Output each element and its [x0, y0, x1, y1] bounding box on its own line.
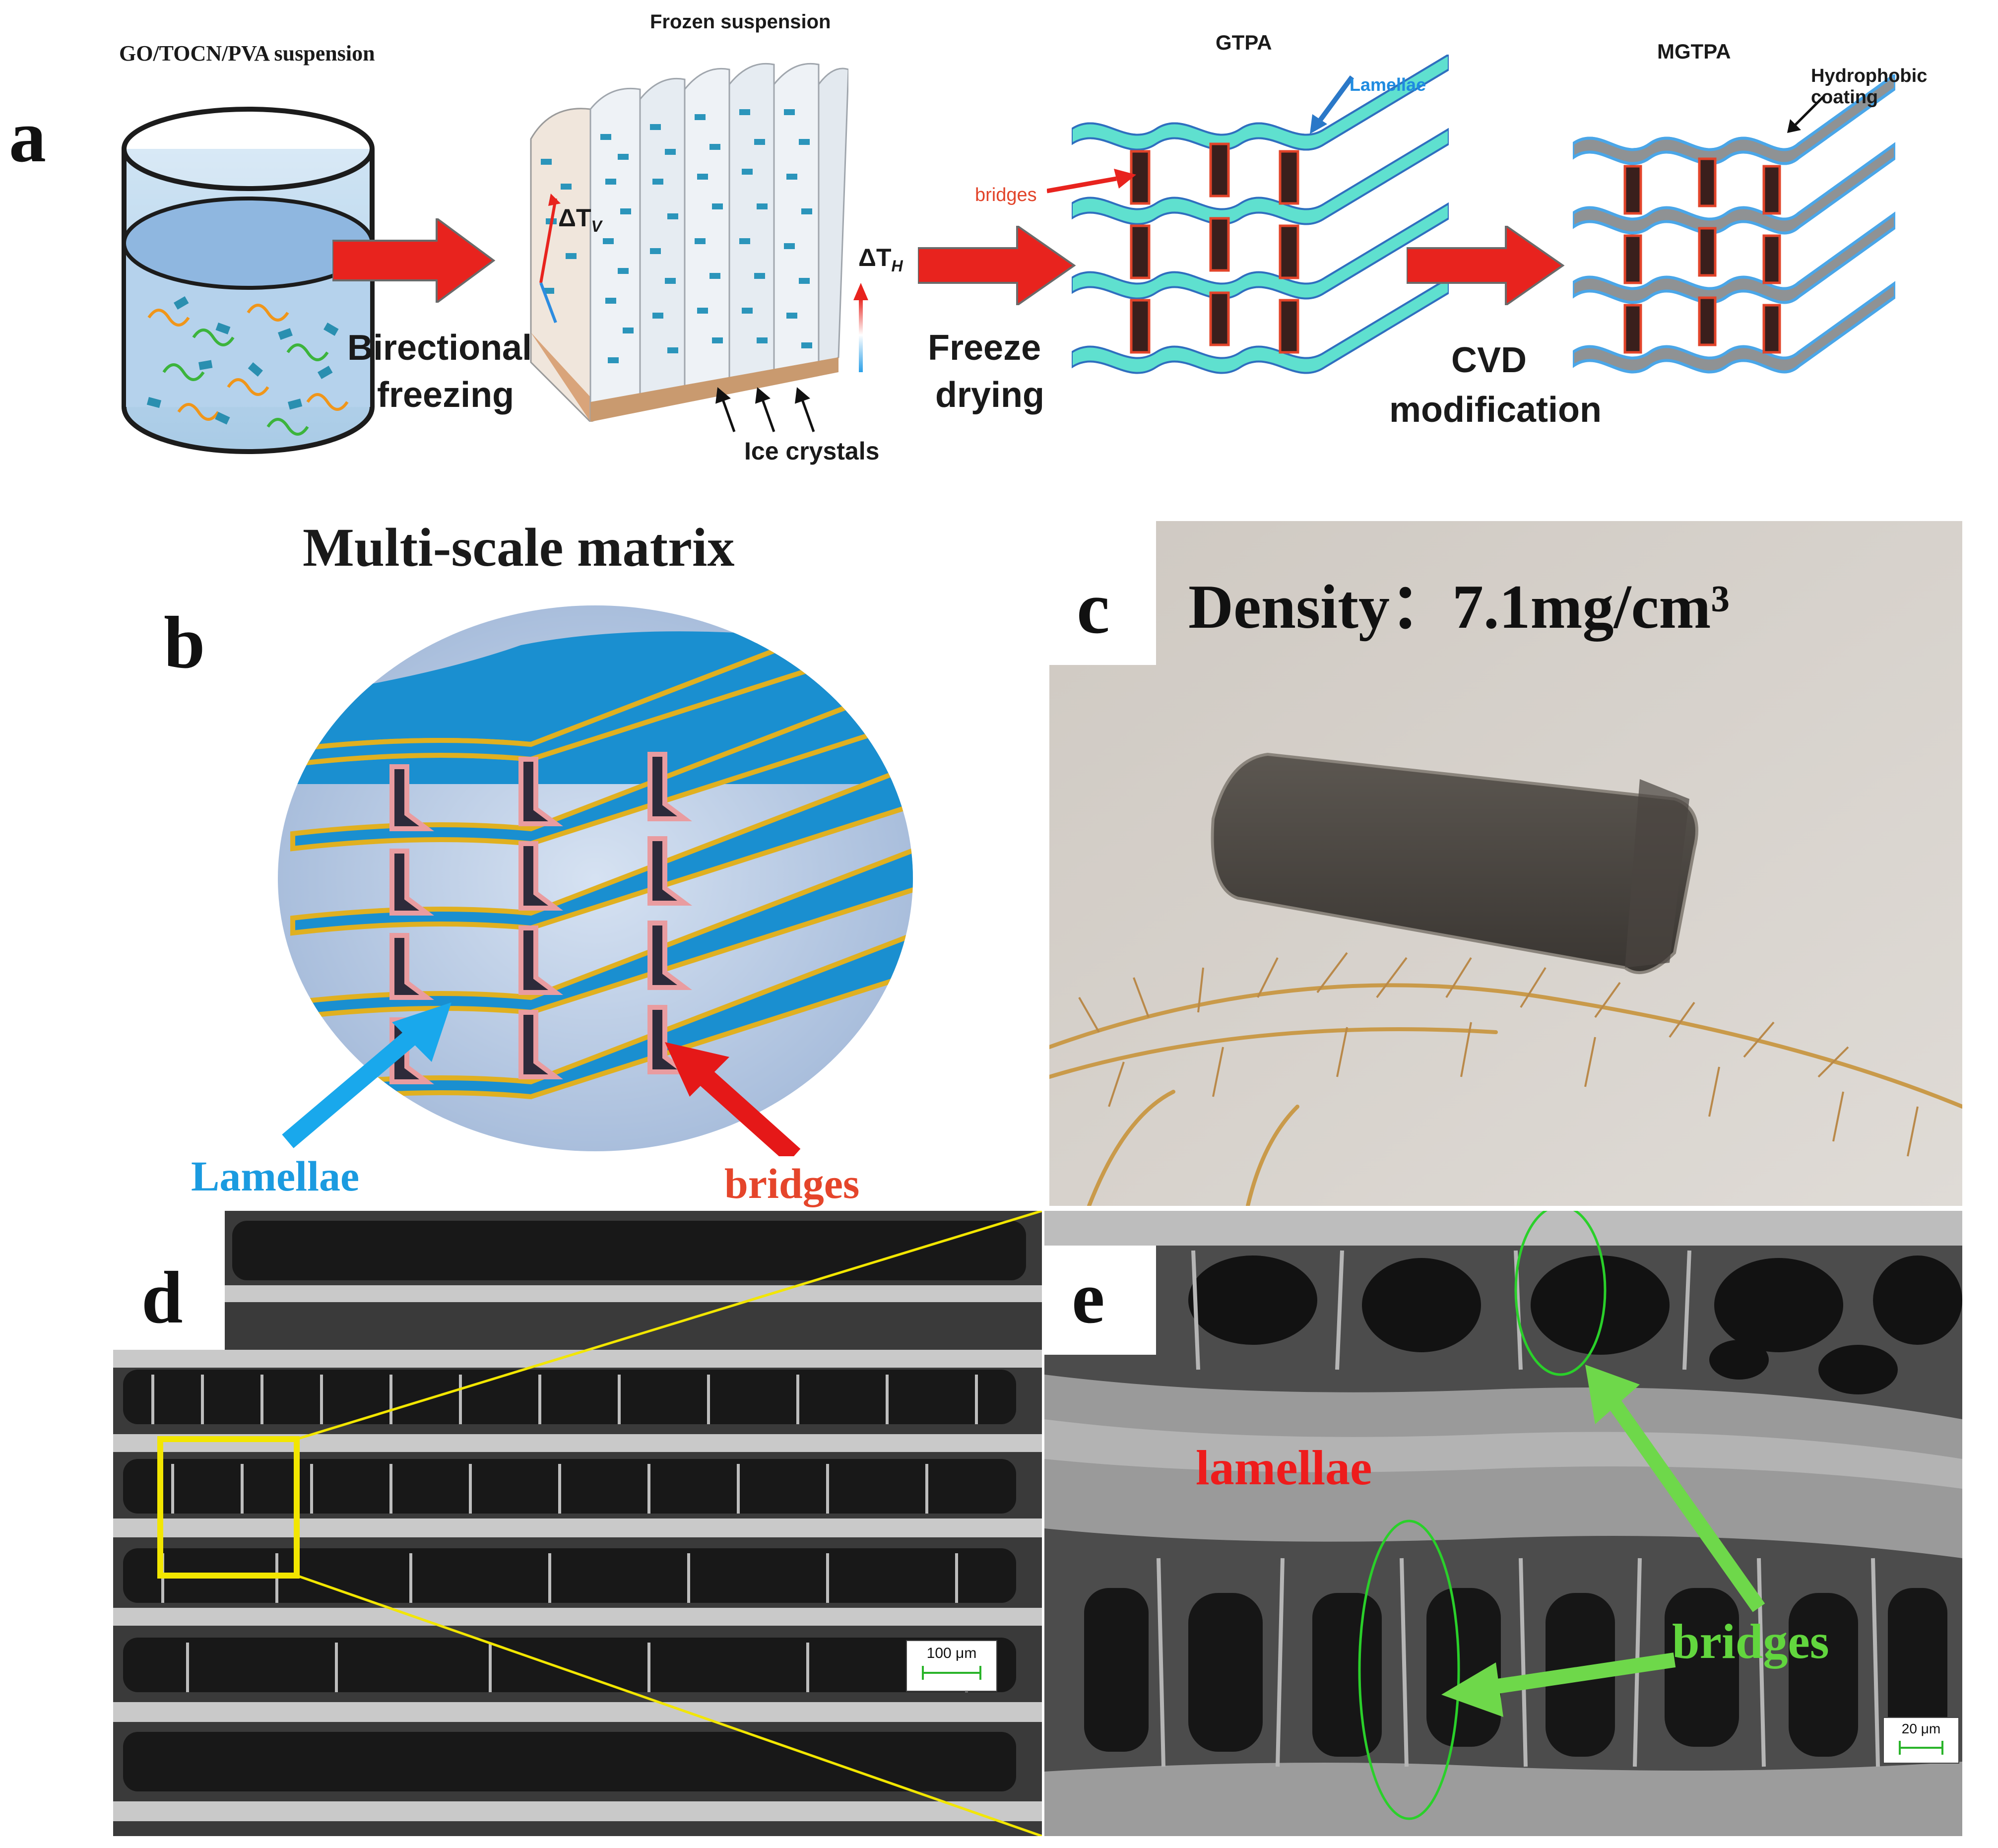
process-arrow-2	[918, 226, 1077, 305]
mgtpa-title: MGTPA	[1657, 40, 1731, 63]
density-label: Density：7.1mg/cm³	[1188, 573, 1730, 642]
panel-b-title: Multi-scale matrix	[303, 517, 735, 578]
step-freezing-line1: Birectional	[347, 328, 532, 368]
ice-crystals-label: Ice crystals	[744, 437, 880, 465]
step-cvd-line2: modification	[1389, 390, 1602, 430]
gtpa-structure	[1072, 55, 1449, 412]
step-freezing-line2: freezing	[377, 375, 515, 415]
panel-e-scale-text: 20 μm	[1901, 1721, 1941, 1736]
gtpa-title: GTPA	[1216, 31, 1272, 54]
hydrophobic-pointer	[1786, 94, 1826, 134]
ice-crystal-pointers	[714, 387, 829, 437]
delta-th-label: ΔTH	[858, 243, 903, 275]
panel-label-d: d	[141, 1256, 183, 1339]
panel-d-scale-bar: 100 μm	[906, 1640, 997, 1692]
step-drying-line1: Freeze	[928, 328, 1041, 368]
suspension-beaker	[119, 104, 377, 462]
panel-label-a: a	[9, 95, 46, 178]
suspension-title: GO/TOCN/PVA suspension	[119, 41, 375, 66]
delta-th-symbol: ΔT	[858, 244, 892, 271]
delta-tv-label: ΔTV	[558, 203, 602, 236]
panel-c-photo	[1049, 521, 1962, 1206]
delta-tv-symbol: ΔT	[558, 204, 591, 232]
process-arrow-1	[332, 218, 496, 303]
panel-d-scale-tick-right	[979, 1666, 981, 1680]
panel-e-sem	[1044, 1211, 1962, 1836]
multiscale-matrix-illustration	[273, 595, 918, 1156]
panel-e-scale-line	[1899, 1747, 1943, 1749]
panel-d-scale-line	[922, 1672, 981, 1674]
panel-e-scale-bar: 20 μm	[1883, 1717, 1959, 1764]
gtpa-bridges-arrow	[1047, 164, 1136, 198]
frozen-title: Frozen suspension	[650, 11, 831, 33]
delta-th-arrow	[853, 283, 868, 372]
step-drying-line2: drying	[935, 375, 1045, 415]
panel-label-e: e	[1072, 1256, 1105, 1339]
panel-e-scale-tick-right	[1941, 1741, 1943, 1755]
panel-e-bridges-label: bridges	[1672, 1614, 1829, 1669]
panel-b-bridges-label: bridges	[724, 1160, 860, 1207]
panel-label-c: c	[1077, 567, 1110, 649]
hydrophobic-coating-label: Hydrophobic coating	[1811, 66, 1928, 108]
process-arrow-3	[1407, 226, 1565, 305]
delta-th-subscript: H	[891, 257, 903, 275]
frozen-suspension-block	[521, 55, 848, 422]
panel-b-lamellae-label: Lamellae	[191, 1152, 360, 1200]
panel-d-scale-tick-left	[922, 1666, 924, 1680]
panel-label-b: b	[164, 601, 205, 684]
panel-a: a	[0, 0, 1998, 496]
step-cvd-line1: CVD	[1451, 340, 1527, 380]
panel-e-lamellae-label: lamellae	[1196, 1440, 1372, 1495]
gtpa-lamellae-arrow	[1310, 74, 1354, 134]
mgtpa-structure	[1573, 74, 1895, 402]
panel-e-scale-tick-left	[1899, 1741, 1901, 1755]
panel-d-sem	[113, 1211, 1042, 1836]
delta-tv-subscript: V	[591, 217, 602, 235]
panel-d-scale-text: 100 μm	[926, 1645, 977, 1661]
gtpa-bridges-label: bridges	[975, 185, 1037, 205]
gtpa-lamellae-label: Lamellae	[1350, 74, 1426, 95]
